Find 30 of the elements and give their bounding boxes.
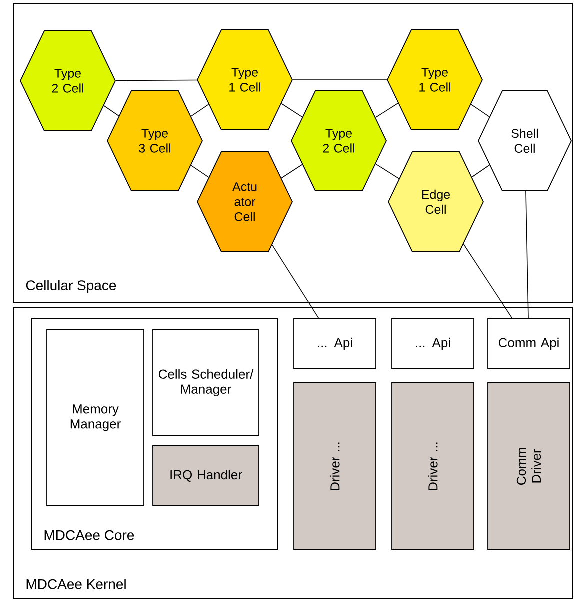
module-box: Cells Scheduler/ Manager [152,330,260,436]
cell-hexagon: Type 1 Cell [197,30,293,130]
driver-box: Driver ... [294,382,376,550]
cell-hexagon: Type 2 Cell [20,30,116,132]
connector-line [463,244,513,319]
module-box: Memory Manager [46,330,144,506]
module-box: IRQ Handler [152,446,260,506]
connector-line [190,104,210,117]
cell-hexagon: Type 3 Cell [107,90,203,192]
module-box: ... Api [294,318,376,370]
module-box: Comm Api [488,318,570,370]
connector-line [281,164,303,179]
connector-line [104,105,120,116]
connector-line [526,191,529,319]
module-box: ... Api [392,318,474,370]
driver-box: Driver ... [392,382,474,550]
cell-hexagon: Type 1 Cell [387,30,483,130]
cell-hexagon: Type 2 Cell [291,90,387,192]
connector-line [472,164,490,178]
connector-line [375,102,399,118]
cell-hexagon: Edge Cell [388,152,484,252]
connector-line [375,164,400,180]
cell-hexagon: Actu ator Cell [197,152,293,252]
driver-box: Comm Driver [488,382,570,550]
connector-line [281,103,303,118]
connector-line [115,80,198,82]
connector-line [470,104,490,118]
cell-hexagon: Shell Cell [478,90,572,192]
connector-line [272,244,320,319]
connector-line [190,165,210,178]
